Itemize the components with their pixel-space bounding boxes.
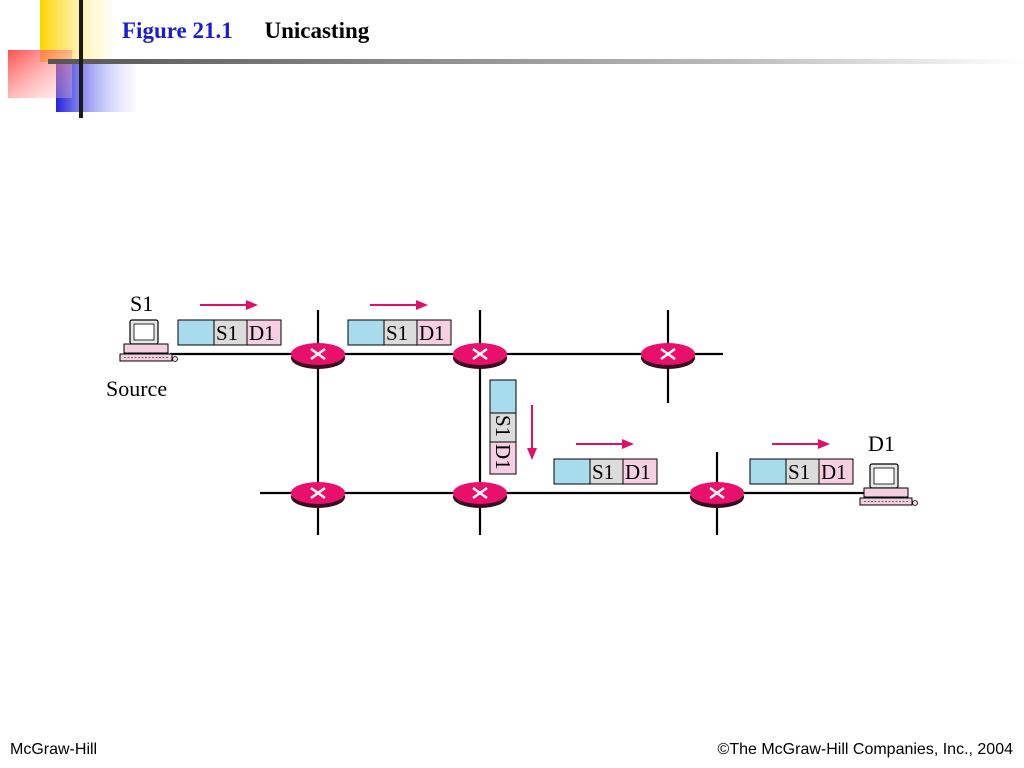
router-icon bbox=[688, 480, 746, 510]
destination-computer-icon bbox=[859, 463, 919, 507]
packet-source-text: S1 bbox=[216, 321, 238, 345]
packet-hop-2: S1 D1 bbox=[347, 319, 452, 346]
direction-arrows bbox=[200, 300, 830, 460]
packet-source-text: S1 bbox=[592, 460, 614, 484]
arrow-down-icon bbox=[527, 405, 537, 460]
router-icon bbox=[451, 341, 509, 371]
router-icon bbox=[639, 341, 697, 371]
packet-destination-text: D1 bbox=[491, 444, 515, 470]
packet-source-field bbox=[213, 319, 248, 346]
source-host: S1 Source bbox=[106, 291, 179, 401]
router-icon bbox=[289, 341, 347, 371]
packet-destination-text: D1 bbox=[821, 460, 847, 484]
packet-hop-5: S1 D1 bbox=[749, 458, 854, 485]
packet-hop-4: S1 D1 bbox=[553, 458, 658, 485]
packet-hop-1: S1 D1 bbox=[177, 319, 282, 346]
source-caption: Source bbox=[106, 376, 167, 401]
packet-source-field bbox=[785, 458, 820, 485]
footer-publisher: McGraw-Hill bbox=[10, 741, 98, 758]
router-icon bbox=[289, 480, 347, 510]
packet-destination-text: D1 bbox=[419, 321, 445, 345]
packet-source-text: S1 bbox=[788, 460, 810, 484]
footer-copyright: ©The McGraw-Hill Companies, Inc., 2004 bbox=[717, 741, 1013, 758]
destination-host: D1 bbox=[859, 431, 919, 507]
deco-red-block bbox=[8, 50, 72, 98]
arrow-right-icon bbox=[200, 300, 258, 310]
packet-payload bbox=[347, 319, 385, 346]
packet-payload bbox=[489, 379, 517, 414]
packet-source-text: S1 bbox=[386, 321, 408, 345]
packet-source-field bbox=[383, 319, 418, 346]
packet-source-text: S1 bbox=[491, 415, 515, 437]
arrow-right-icon bbox=[370, 300, 428, 310]
packet-payload bbox=[553, 458, 591, 485]
figure-title: Unicasting bbox=[264, 18, 370, 43]
packet-destination-text: D1 bbox=[625, 460, 651, 484]
source-host-label: S1 bbox=[130, 291, 153, 316]
packet-hop-3: S1 D1 bbox=[489, 379, 517, 475]
packet-source-field bbox=[589, 458, 624, 485]
packet-destination-text: D1 bbox=[249, 321, 275, 345]
arrow-right-icon bbox=[772, 439, 830, 449]
packet-payload bbox=[177, 319, 215, 346]
deco-vertical-rule bbox=[79, 0, 83, 118]
source-computer-icon bbox=[119, 319, 179, 363]
packet-destination-field bbox=[489, 441, 517, 475]
packet-destination-field bbox=[416, 319, 452, 346]
routers bbox=[289, 341, 746, 510]
figure-number: Figure 21.1 bbox=[122, 18, 233, 43]
packet-destination-field bbox=[246, 319, 282, 346]
packet-destination-field bbox=[622, 458, 658, 485]
destination-host-label: D1 bbox=[868, 431, 895, 456]
router-icon bbox=[451, 480, 509, 510]
arrow-right-icon bbox=[576, 439, 634, 449]
deco-horizontal-rule bbox=[48, 59, 1024, 64]
packet-destination-field bbox=[818, 458, 854, 485]
slide-title: Figure 21.1 Unicasting bbox=[122, 18, 369, 44]
slide-corner-decoration bbox=[8, 0, 1024, 118]
packet-payload bbox=[749, 458, 787, 485]
